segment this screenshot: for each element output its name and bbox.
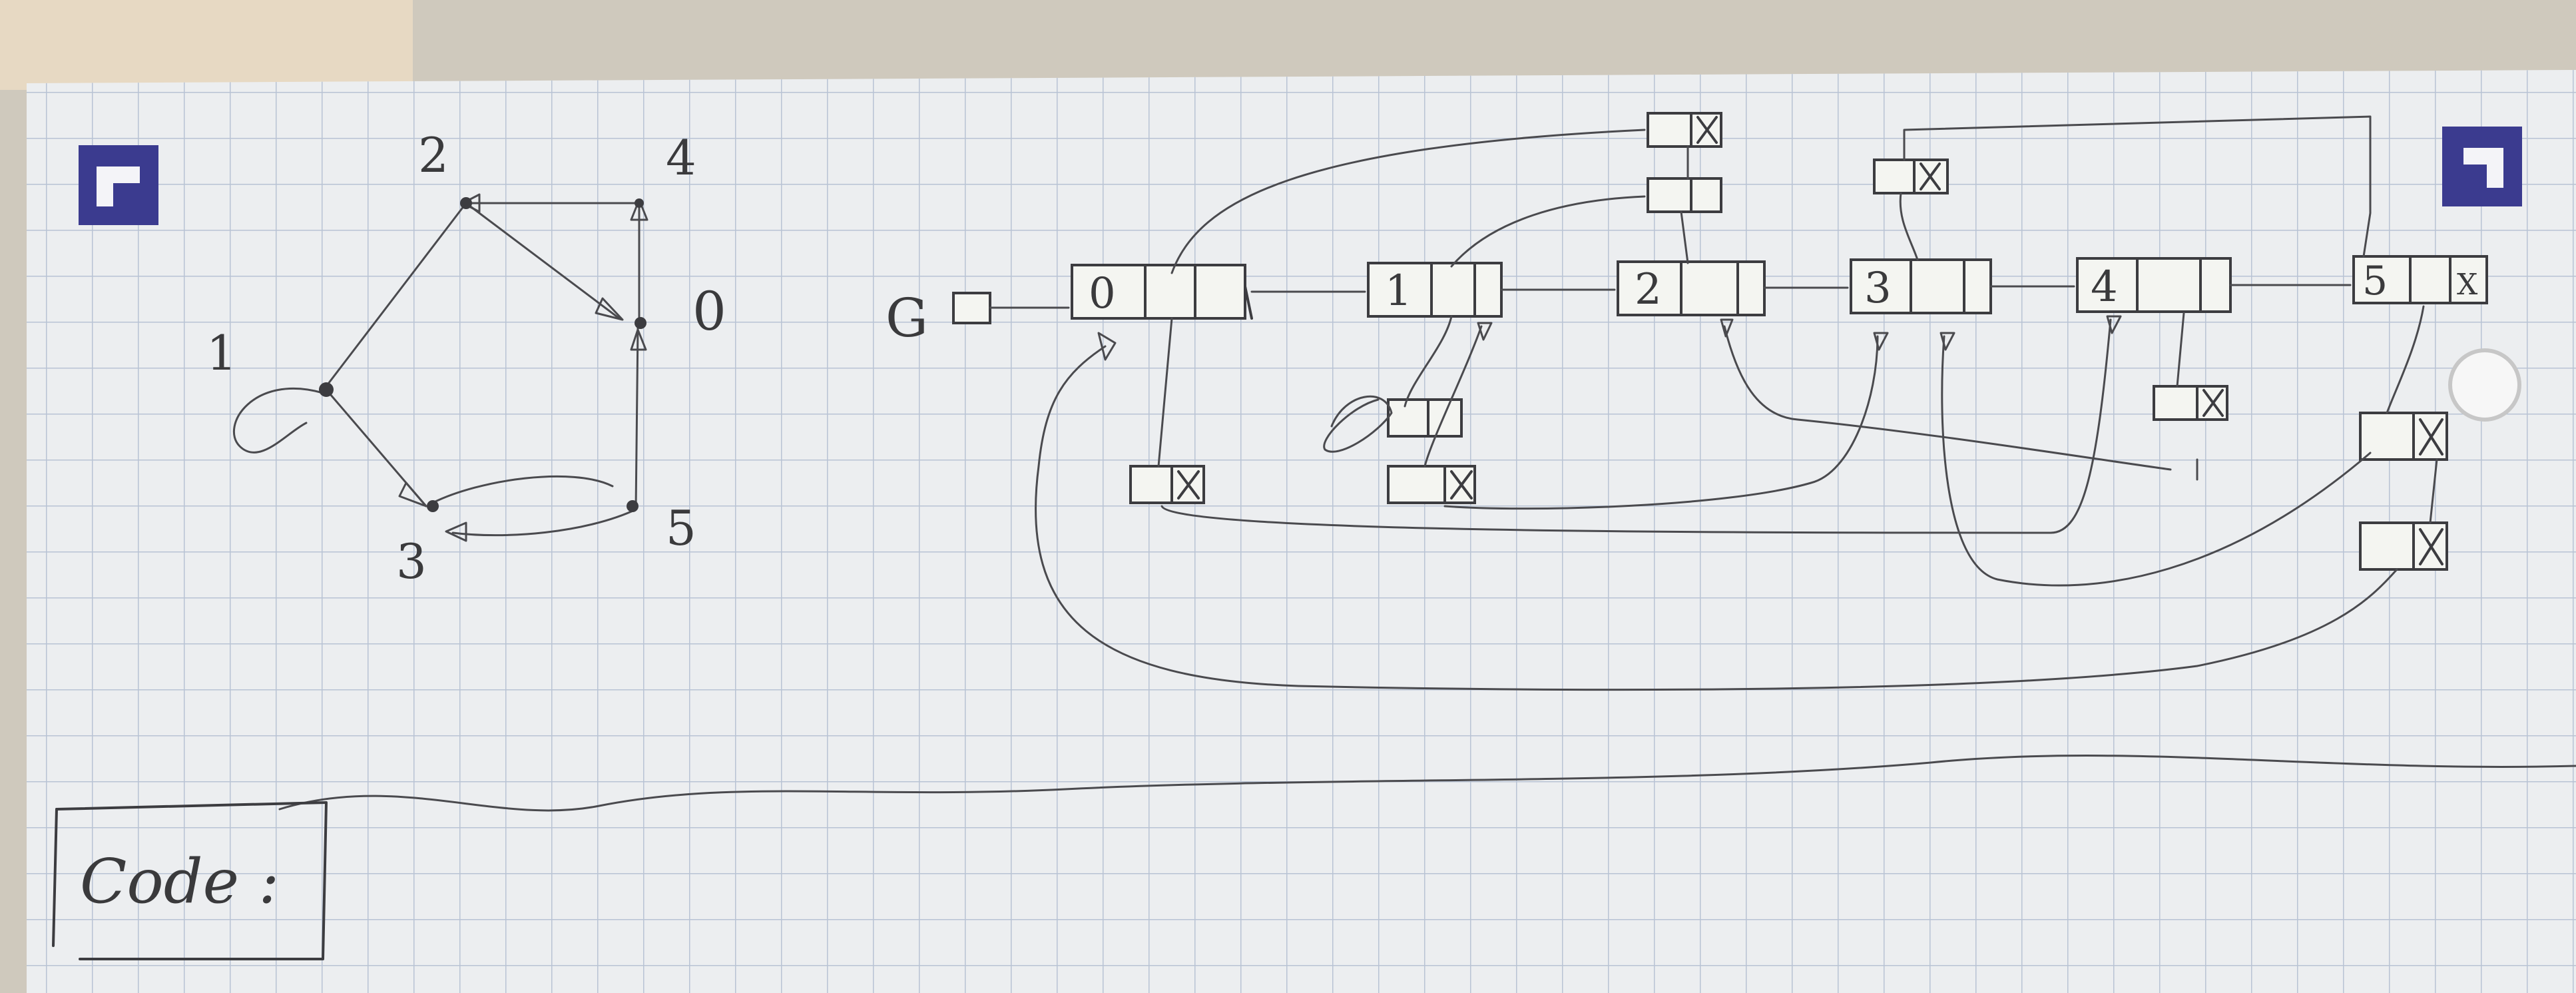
- arrowhead-icon: [1873, 332, 1889, 351]
- adjacency-list-diagram: G 0 1 2 3 4: [886, 112, 2488, 691]
- graph-vertex-dot: [635, 317, 646, 329]
- pointer-curve: [1899, 192, 1919, 261]
- graph-vertex-dot: [319, 382, 334, 397]
- edge-node-cell: [2153, 385, 2228, 421]
- edge-node-cell: [1387, 398, 1463, 438]
- vertex-cell-3: 3: [1850, 258, 1992, 314]
- arrowhead-icon: [1097, 332, 1117, 361]
- vertex-label: 2: [1635, 265, 1662, 314]
- graph-edge-3-5: [431, 475, 614, 504]
- vertex-cell-2: 2: [1617, 260, 1766, 316]
- pointer-curve: [1035, 345, 2398, 691]
- pointer-curve: [2176, 312, 2185, 388]
- pointer-curve: [1170, 129, 1646, 274]
- vertex-cell-0: 0: [1071, 264, 1253, 320]
- graph-head-label: G: [886, 287, 928, 349]
- vertex-cell-4: 4: [2076, 257, 2232, 313]
- desk-corner: [0, 0, 413, 90]
- left-corner-badge-icon: [79, 145, 158, 225]
- pointer-curve: [1450, 195, 1646, 268]
- code-box-outline: [55, 801, 328, 960]
- graph-self-loop-1: [232, 388, 324, 454]
- edge-node-cell: [1129, 465, 1205, 504]
- pointer-curve: [1160, 318, 2112, 534]
- arrowhead-icon: [445, 521, 467, 542]
- pointer-curve: [1903, 115, 2372, 258]
- edge-node-cell: [1873, 159, 1949, 194]
- vertex-label: 4: [2091, 262, 2118, 312]
- pointer-curve: [1443, 335, 1879, 510]
- arrowhead-icon: [595, 297, 624, 321]
- pointer-curve: [1680, 210, 1689, 264]
- graph-vertex-dot: [627, 500, 639, 512]
- right-corner-badge-icon: [2442, 127, 2522, 206]
- graph-node-label: 3: [396, 533, 427, 589]
- grid-lines: [27, 70, 2576, 993]
- arrowhead-icon: [398, 482, 427, 507]
- pointer-curve: [1404, 315, 1453, 408]
- vertex-label: 1: [1385, 266, 1412, 316]
- graph-sketch: 2 4 0 1 3 5: [206, 127, 726, 589]
- punch-hole-icon: [2448, 348, 2521, 422]
- code-label: Code :: [80, 846, 279, 917]
- graph-edge-5-3: [451, 508, 637, 537]
- graph-node-label: 2: [418, 127, 449, 183]
- arrowhead-icon: [1720, 318, 1734, 338]
- pointer-curve: [2429, 458, 2438, 524]
- arrowhead-icon: [1477, 322, 1493, 341]
- graph-edge-2-0: [465, 202, 621, 320]
- graph-node-label: 0: [692, 280, 726, 342]
- graph-vertex-dot: [460, 197, 472, 209]
- head-pointer-box: [952, 292, 991, 324]
- section-divider: [278, 755, 2576, 812]
- vertex-label: 0: [1089, 269, 1116, 318]
- pointer-curve: [2386, 305, 2425, 414]
- arrowhead-icon: [2106, 315, 2122, 334]
- vertex-cell-5: 5 X: [2352, 255, 2488, 304]
- pointer-curve: [1941, 335, 2372, 587]
- edge-node-cell: [1647, 177, 1722, 213]
- vertex-cell-1: 1: [1367, 262, 1503, 318]
- vertex-label: 3: [1864, 264, 1892, 313]
- graph-node-label: 5: [666, 500, 696, 556]
- graph-node-label: 1: [206, 325, 237, 381]
- edge-node-cell: [1387, 465, 1476, 504]
- pointer-curve: [1423, 325, 1483, 468]
- edge-node-cell: [2359, 521, 2448, 571]
- null-mark: X: [2457, 268, 2478, 302]
- arrowhead-icon: [461, 193, 481, 213]
- pointer-curve: [1723, 325, 2172, 471]
- code-box: Code :: [52, 801, 328, 960]
- graph-node-label: 4: [666, 130, 696, 186]
- graph-edge-0-5: [635, 325, 639, 511]
- scribble-mark: [1323, 395, 1393, 453]
- vertex-label: 5: [2362, 258, 2388, 304]
- arrowhead-icon: [630, 328, 647, 351]
- graph-vertex-dot: [427, 500, 439, 512]
- graph-edge-1-2: [325, 202, 467, 388]
- edge-node-cell: [1647, 112, 1722, 148]
- graph-vertex-dot: [635, 198, 644, 208]
- arrowhead-icon: [1939, 332, 1955, 351]
- code-box-outline: [52, 808, 58, 947]
- pointer-curve: [1157, 317, 1173, 468]
- arrowhead-icon: [630, 198, 648, 221]
- edge-node-cell: [2359, 412, 2448, 461]
